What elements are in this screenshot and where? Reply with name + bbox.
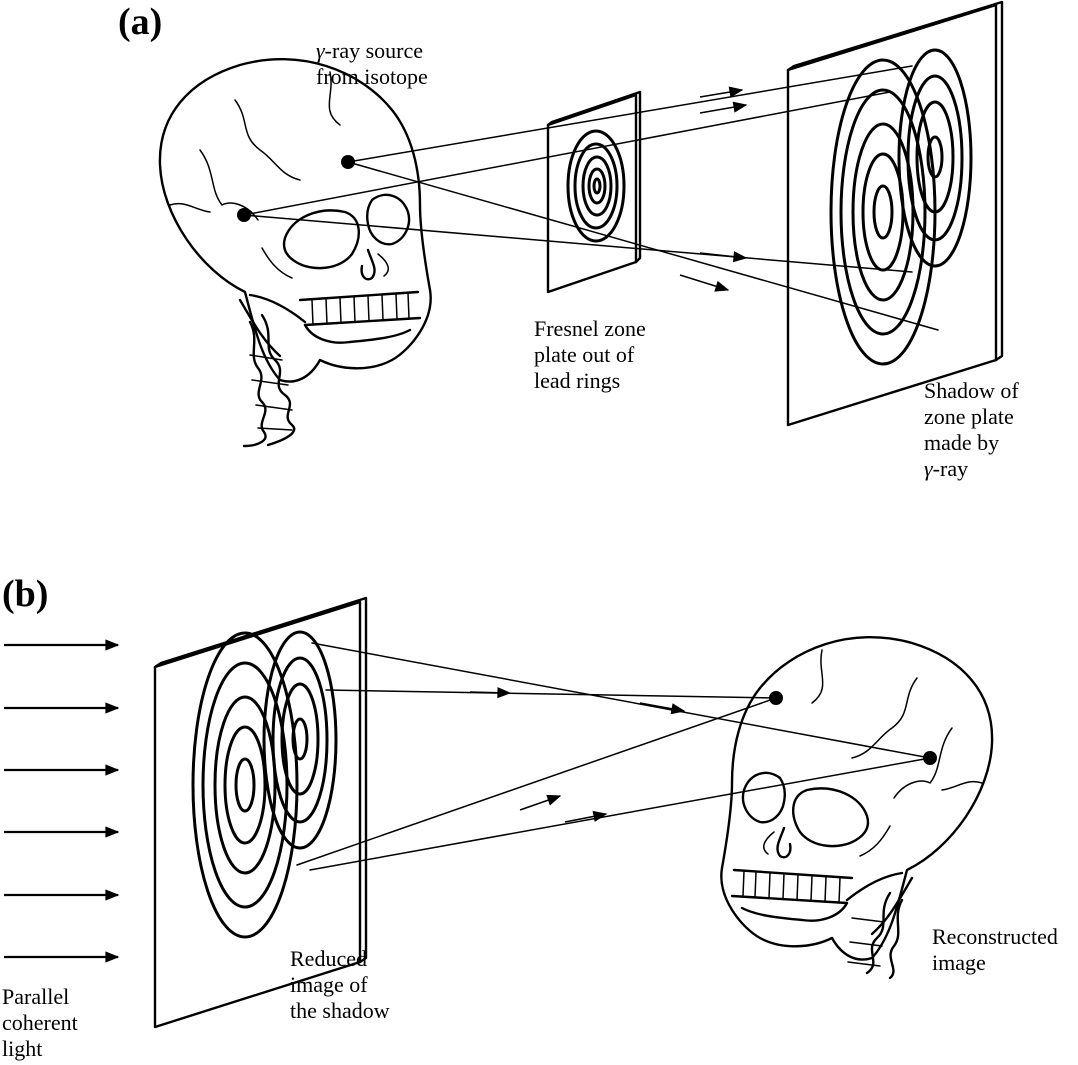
image-point-front bbox=[769, 691, 783, 705]
fresnel-zone-plate bbox=[546, 90, 642, 294]
reconstructed-image-label: Reconstructed image bbox=[932, 924, 1058, 975]
hologram-plate bbox=[153, 596, 368, 1029]
panel-a-drawing bbox=[158, 0, 1004, 448]
panel-b-label: (b) bbox=[2, 573, 49, 615]
panel-b-drawing bbox=[4, 596, 994, 1029]
shadow-label: Shadow of zone plate made by γ-ray bbox=[924, 378, 1019, 481]
skull-a bbox=[158, 58, 432, 448]
panel-a-label: (a) bbox=[118, 1, 163, 43]
skull-b bbox=[720, 636, 994, 980]
zone-plate-label: Fresnel zone plate out of lead rings bbox=[534, 316, 646, 393]
image-point-back bbox=[923, 751, 937, 765]
parallel-light-arrows bbox=[4, 639, 120, 963]
gamma-source-label: γ-ray source from isotope bbox=[316, 38, 428, 89]
shadow-screen bbox=[786, 0, 1004, 427]
gamma-symbol: γ bbox=[316, 38, 325, 63]
rays-b bbox=[296, 642, 931, 871]
reduced-image-label: Reduced image of the shadow bbox=[290, 946, 390, 1023]
parallel-light-label: Parallel coherent light bbox=[2, 984, 78, 1061]
